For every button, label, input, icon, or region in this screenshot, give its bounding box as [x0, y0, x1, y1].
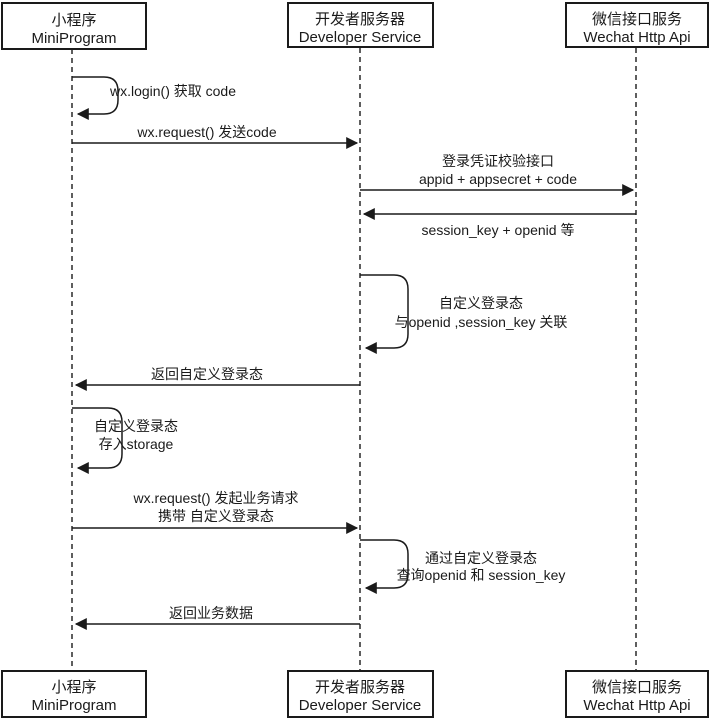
actor-label-zh: 小程序 — [51, 679, 96, 696]
message-self-custom-login-state: 自定义登录态 与openid ,session_key 关联 — [360, 274, 568, 354]
self-arrow — [72, 76, 119, 120]
message-business-request: wx.request() 发起业务请求 携带 自定义登录态 — [72, 490, 359, 534]
actor-box-top-wechat-api: 微信接口服务 Wechat Http Api — [565, 2, 709, 48]
message-label-line2: 存入storage — [99, 436, 174, 452]
message-login-credential-check: 登录凭证校验接口 appid + appsecret + code — [360, 153, 635, 196]
message-label-line1: 自定义登录态 — [439, 295, 523, 311]
message-session-key-openid: session_key + openid 等 — [362, 208, 636, 238]
message-self-query-openid: 通过自定义登录态 查询openid 和 session_key — [360, 539, 566, 594]
message-label-line2: 携带 自定义登录态 — [158, 508, 274, 524]
self-arrow — [360, 539, 409, 594]
actor-box-rect — [287, 2, 434, 48]
actor-box-bottom-developer-service: 开发者服务器 Developer Service — [287, 670, 434, 718]
message-label: 返回业务数据 — [169, 605, 253, 621]
actor-label-en: Wechat Http Api — [583, 697, 690, 714]
message-label-line2: 查询openid 和 session_key — [397, 567, 566, 583]
message-wx-request-send-code: wx.request() 发送code — [72, 124, 359, 149]
actor-box-bottom-miniprogram: 小程序 MiniProgram — [1, 670, 147, 718]
actor-box-rect — [565, 2, 709, 48]
actor-label-zh: 微信接口服务 — [592, 11, 682, 28]
message-label: wx.request() 发送code — [136, 124, 276, 140]
actor-label-zh: 开发者服务器 — [315, 11, 405, 28]
actor-box-bottom-wechat-api: 微信接口服务 Wechat Http Api — [565, 670, 709, 718]
actor-box-rect — [565, 670, 709, 718]
message-return-business-data: 返回业务数据 — [74, 605, 360, 630]
message-self-store-login-state: 自定义登录态 存入storage — [72, 407, 178, 474]
message-self-wx-login: wx.login() 获取 code — [72, 76, 236, 120]
message-label-line1: 自定义登录态 — [94, 418, 178, 434]
message-return-custom-login-state: 返回自定义登录态 — [74, 366, 360, 391]
actor-box-top-miniprogram: 小程序 MiniProgram — [1, 2, 147, 50]
message-label-line1: wx.request() 发起业务请求 — [133, 490, 299, 506]
actor-label-en: Developer Service — [299, 697, 422, 714]
actor-label-en: Developer Service — [299, 29, 422, 46]
actor-label-en: MiniProgram — [31, 30, 116, 47]
actor-label-en: MiniProgram — [31, 697, 116, 714]
message-label: session_key + openid 等 — [422, 222, 575, 238]
message-label-line1: 通过自定义登录态 — [425, 550, 537, 566]
message-label: wx.login() 获取 code — [109, 83, 236, 99]
actor-box-rect — [287, 670, 434, 718]
message-label: 返回自定义登录态 — [151, 366, 263, 382]
message-label-line2: appid + appsecret + code — [419, 171, 577, 187]
actor-box-rect — [1, 2, 147, 50]
actor-label-zh: 微信接口服务 — [592, 679, 682, 696]
self-arrow — [360, 274, 409, 354]
message-label-line1: 登录凭证校验接口 — [442, 153, 554, 169]
actor-box-rect — [1, 670, 147, 718]
actor-label-zh: 开发者服务器 — [315, 679, 405, 696]
actor-label-en: Wechat Http Api — [583, 29, 690, 46]
message-label-line2: 与openid ,session_key 关联 — [395, 314, 568, 330]
actor-label-zh: 小程序 — [51, 12, 96, 29]
actor-box-top-developer-service: 开发者服务器 Developer Service — [287, 2, 434, 48]
self-arrow — [72, 407, 123, 474]
